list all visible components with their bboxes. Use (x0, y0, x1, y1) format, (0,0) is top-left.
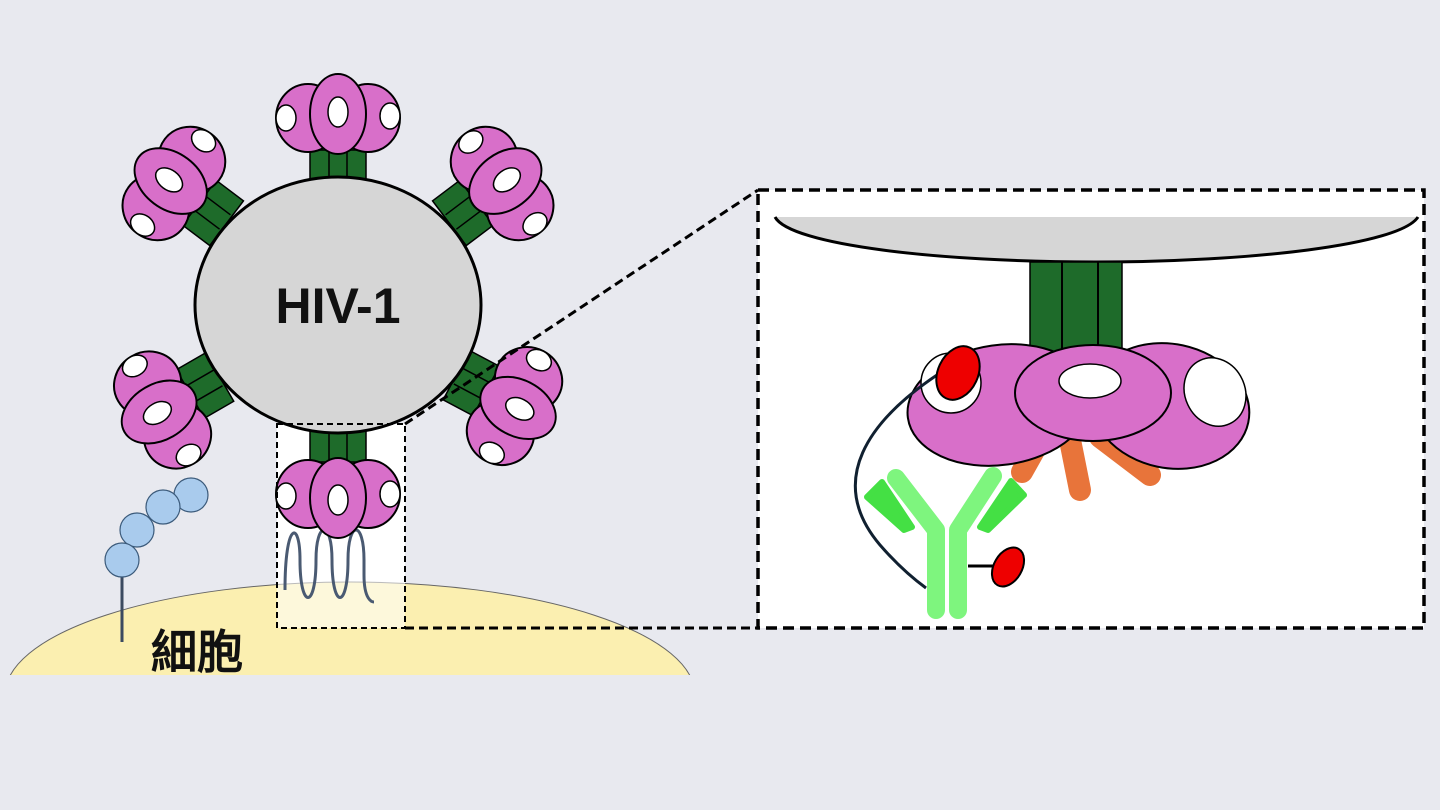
payload-conjugated (990, 546, 1026, 588)
virus-particle (193, 175, 483, 435)
antibody (864, 467, 1027, 619)
zoom-connector-top (404, 188, 759, 426)
cell-label: 細胞 (151, 626, 243, 678)
virus-membrane-detail (775, 217, 1418, 262)
linker-tether (853, 373, 938, 590)
cell-receptor (104, 477, 209, 642)
coreceptor-spring (283, 528, 375, 604)
virus-label: HIV-1 (275, 278, 400, 334)
env-spike-top (275, 73, 401, 185)
zoom-source-box (276, 423, 406, 629)
payload-bound (935, 345, 981, 401)
zoom-detail-panel (756, 188, 1426, 630)
env-trimer-detail (906, 342, 1251, 470)
